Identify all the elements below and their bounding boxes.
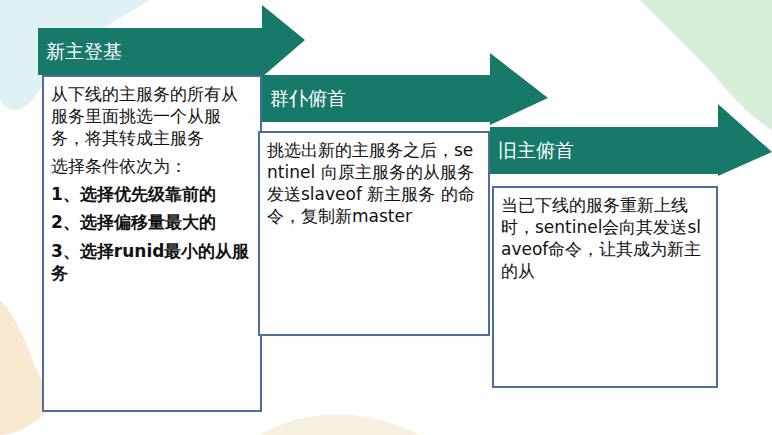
- text-box: 当已下线的服务重新上线时，sentinel会向其发送slaveof命令，让其成为…: [492, 186, 718, 388]
- box-text-holder: 挑选出新的主服务之后，sentinel 向原主服务的从服务发送slaveof 新…: [267, 139, 482, 227]
- body-text: 从下线的主服务的所有从服务里面挑选一个从服务，将其转成主服务: [51, 83, 254, 149]
- arrow-text-holder: 新主登基: [46, 28, 122, 75]
- decor-blob: [640, 0, 772, 130]
- arrow-fill: [490, 104, 772, 176]
- text-box: 从下线的主服务的所有从服务里面挑选一个从服务，将其转成主服务选择条件依次为： 1、…: [42, 75, 262, 412]
- condition-item: 2、选择偏移量最大的: [51, 211, 254, 233]
- box-text-holder: 从下线的主服务的所有从服务里面挑选一个从服务，将其转成主服务选择条件依次为： 1、…: [51, 83, 254, 284]
- condition-item: 3、选择runid最小的从服务: [51, 240, 254, 284]
- decor-blob: [260, 414, 420, 435]
- text-box: 挑选出新的主服务之后，sentinel 向原主服务的从服务发送slaveof 新…: [258, 131, 490, 336]
- arrow-banner: 旧主俯首: [490, 104, 772, 176]
- condition-item: 1、选择优先级靠前的: [51, 183, 254, 205]
- stage-heading: 群仆俯首: [270, 86, 346, 112]
- body-text: 选择条件依次为：: [51, 155, 254, 177]
- stage-heading: 新主登基: [46, 39, 122, 65]
- arrow-fill: [38, 5, 305, 77]
- body-text: 当已下线的服务重新上线时，sentinel会向其发送slaveof命令，让其成为…: [501, 194, 710, 282]
- arrow-fill: [262, 53, 548, 125]
- arrow-text-holder: 群仆俯首: [270, 75, 346, 122]
- arrow-banner: 群仆俯首: [262, 53, 548, 125]
- stage-heading: 旧主俯首: [498, 138, 574, 164]
- arrow-text-holder: 旧主俯首: [498, 127, 574, 174]
- body-text: 挑选出新的主服务之后，sentinel 向原主服务的从服务发送slaveof 新…: [267, 139, 482, 227]
- box-text-holder: 当已下线的服务重新上线时，sentinel会向其发送slaveof命令，让其成为…: [501, 194, 710, 282]
- arrow-banner: 新主登基: [38, 5, 305, 77]
